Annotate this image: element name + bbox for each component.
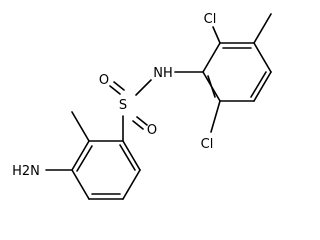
bond bbox=[122, 169, 141, 200]
bond bbox=[76, 145, 93, 172]
bond bbox=[71, 169, 90, 200]
bond-c-cl-bottom bbox=[210, 100, 221, 133]
bond bbox=[122, 140, 141, 171]
chlorine-top-label: Cl bbox=[204, 12, 217, 27]
molecule-diagram: S O O NH Cl Cl H2N bbox=[12, 12, 272, 200]
bond bbox=[250, 71, 267, 98]
bond bbox=[207, 75, 216, 98]
oxygen-bottom-label: O bbox=[147, 123, 157, 138]
bond-s-o-top-b bbox=[113, 81, 125, 91]
bond-s-o-bottom-b bbox=[132, 120, 144, 130]
bond-n-s bbox=[135, 79, 152, 96]
bond bbox=[253, 42, 272, 73]
aminotoluene-ring bbox=[71, 140, 141, 200]
bond bbox=[71, 140, 90, 171]
amine-label: H2N bbox=[12, 164, 40, 179]
sulfur-label: S bbox=[119, 98, 127, 113]
bond bbox=[119, 144, 136, 171]
nh-label: NH bbox=[153, 66, 173, 81]
bond-methyl-right bbox=[253, 13, 272, 44]
bond-methyl-left bbox=[71, 111, 90, 142]
bond-s-o-top-a bbox=[109, 85, 121, 95]
bond-s-o-bottom-a bbox=[136, 116, 148, 126]
bond-c-cl-top bbox=[212, 26, 221, 44]
bond bbox=[202, 42, 221, 73]
chlorine-bottom-label: Cl bbox=[201, 137, 214, 152]
dichlorophenyl-ring bbox=[202, 42, 272, 102]
oxygen-top-label: O bbox=[99, 73, 109, 88]
bond bbox=[253, 71, 272, 102]
